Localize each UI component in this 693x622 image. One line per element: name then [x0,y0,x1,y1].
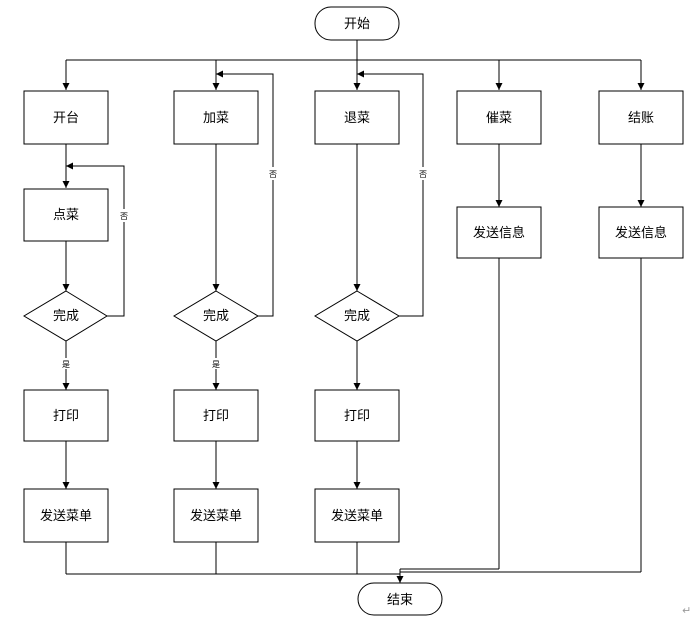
kaitai-label: 开台 [53,111,79,126]
cuicai-label: 催菜 [486,111,512,126]
decision-node-2 [173,290,259,342]
node-send-menu-1 [23,488,109,543]
node-send-menu-3 [314,488,400,543]
node-kaitai [23,90,109,145]
diancai-label: 点菜 [53,208,79,223]
send-info-label-5: 发送信息 [615,225,667,241]
no-label-2: 否 [269,170,277,179]
start-label: 开始 [344,17,370,32]
print-label-2: 打印 [203,409,229,424]
send-menu-label-2: 发送菜单 [190,508,242,524]
node-print-1 [23,389,109,442]
start-node [314,6,400,41]
node-print-2 [173,389,259,442]
decision-label-3: 完成 [344,309,370,324]
node-send-info-4 [456,206,542,259]
print-label-1: 打印 [53,409,79,424]
node-cuicai [456,90,542,145]
node-jiezhang [598,90,684,145]
no-label-3: 否 [419,170,427,179]
node-tuicai [314,90,400,145]
edge-loop-no-3 [357,70,424,317]
decision-label-2: 完成 [203,309,229,324]
yes-label-2: 是 [212,360,220,369]
send-menu-label-1: 发送菜单 [40,508,92,524]
decision-label-1: 完成 [53,309,79,324]
tuicai-label: 退菜 [344,111,370,126]
node-send-menu-2 [173,488,259,543]
jiezhang-label: 结账 [628,111,654,126]
decision-node-1 [23,290,108,342]
yes-label-1: 是 [62,360,70,369]
no-label-1: 否 [120,212,128,221]
node-jiacai [173,90,259,145]
node-send-info-5 [598,206,684,259]
edge-loop-no-2 [216,70,274,317]
decision-node-3 [314,290,400,342]
end-node [357,582,443,616]
send-info-label-4: 发送信息 [473,225,525,241]
node-diancai [23,188,109,242]
send-menu-label-3: 发送菜单 [331,508,383,524]
node-print-3 [314,389,400,442]
end-label: 结束 [387,593,413,608]
print-label-3: 打印 [344,409,370,424]
edge-loop-no-1 [66,162,125,317]
return-arrow-icon: ↵ [682,604,692,617]
jiacai-label: 加菜 [203,111,229,126]
